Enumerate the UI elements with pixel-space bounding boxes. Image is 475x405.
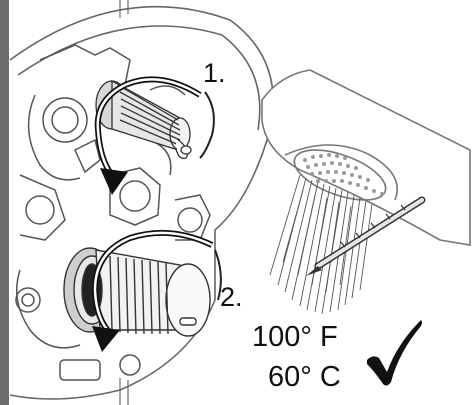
upper-spindle <box>95 79 192 159</box>
step-2-label: 2. <box>220 282 243 312</box>
temperature-celsius: 60° C <box>268 361 341 393</box>
rotate-arrow-icon <box>91 229 222 352</box>
temperature-fahrenheit: 100° F <box>252 321 338 353</box>
wall-edge <box>0 0 129 405</box>
back-plate <box>9 5 274 400</box>
step-1-label: 1. <box>203 58 226 88</box>
hand-shower <box>261 69 471 246</box>
thermostat-knob <box>63 247 211 337</box>
check-mark-icon <box>367 320 422 386</box>
spray-nozzles <box>303 153 384 196</box>
thermometer-icon <box>306 196 426 276</box>
valve-body <box>15 44 211 381</box>
rotate-arrow-icon <box>94 76 215 195</box>
